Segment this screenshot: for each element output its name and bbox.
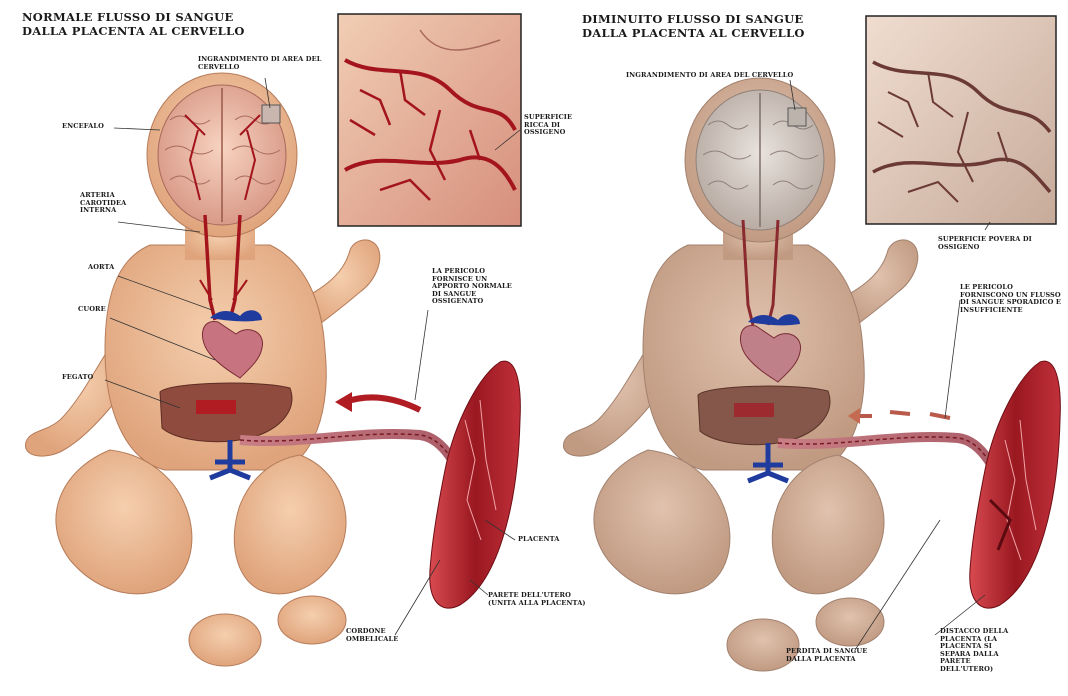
left-title: NORMALE FLUSSO DI SANGUE DALLA PLACENTA … [22, 10, 312, 39]
right-label-enlargement: INGRANDIMENTO DI AREA DEL CERVELLO [626, 72, 866, 80]
right-brain-inset [866, 16, 1056, 224]
left-title-line2: DALLA PLACENTA AL CERVELLO [22, 24, 312, 38]
right-label-placenta-flow: LE PERICOLO FORNISCONO UN FLUSSO DI SANG… [960, 284, 1064, 314]
left-label-carotid: ARTERIA CAROTIDEA INTERNA [80, 192, 142, 215]
right-title-line2: DALLA PLACENTA AL CERVELLO [582, 26, 872, 40]
left-label-liver: FEGATO [62, 374, 112, 382]
right-title-line1: DIMINUITO FLUSSO DI SANGUE [582, 12, 872, 26]
left-label-cord: CORDONE OMBELICALE [346, 628, 416, 643]
left-label-surface: SUPERFICIE RICCA DI OSSIGENO [524, 114, 582, 137]
left-label-heart: CUORE [78, 306, 128, 314]
left-label-placenta: PLACENTA [518, 536, 588, 544]
right-label-surface: SUPERFICIE POVERA DI OSSIGENO [938, 236, 1064, 251]
left-label-brain: ENCEFALO [62, 123, 122, 131]
left-label-uterus: PARETE DELL'UTERO (UNITA ALLA PLACENTA) [488, 592, 586, 607]
left-brain-inset [338, 14, 521, 226]
left-title-line1: NORMALE FLUSSO DI SANGUE [22, 10, 312, 24]
left-label-placenta-flow: LA PERICOLO FORNISCE UN APPORTO NORMALE … [432, 268, 514, 306]
left-label-aorta: AORTA [88, 264, 138, 272]
right-label-detachment: DISTACCO DELLA PLACENTA (LA PLACENTA SI … [940, 628, 1018, 673]
right-label-blood-loss: PERDITA DI SANGUE DALLA PLACENTA [786, 648, 886, 663]
right-title: DIMINUITO FLUSSO DI SANGUE DALLA PLACENT… [582, 12, 872, 41]
left-label-enlargement: INGRANDIMENTO DI AREA DEL CERVELLO [198, 56, 330, 71]
